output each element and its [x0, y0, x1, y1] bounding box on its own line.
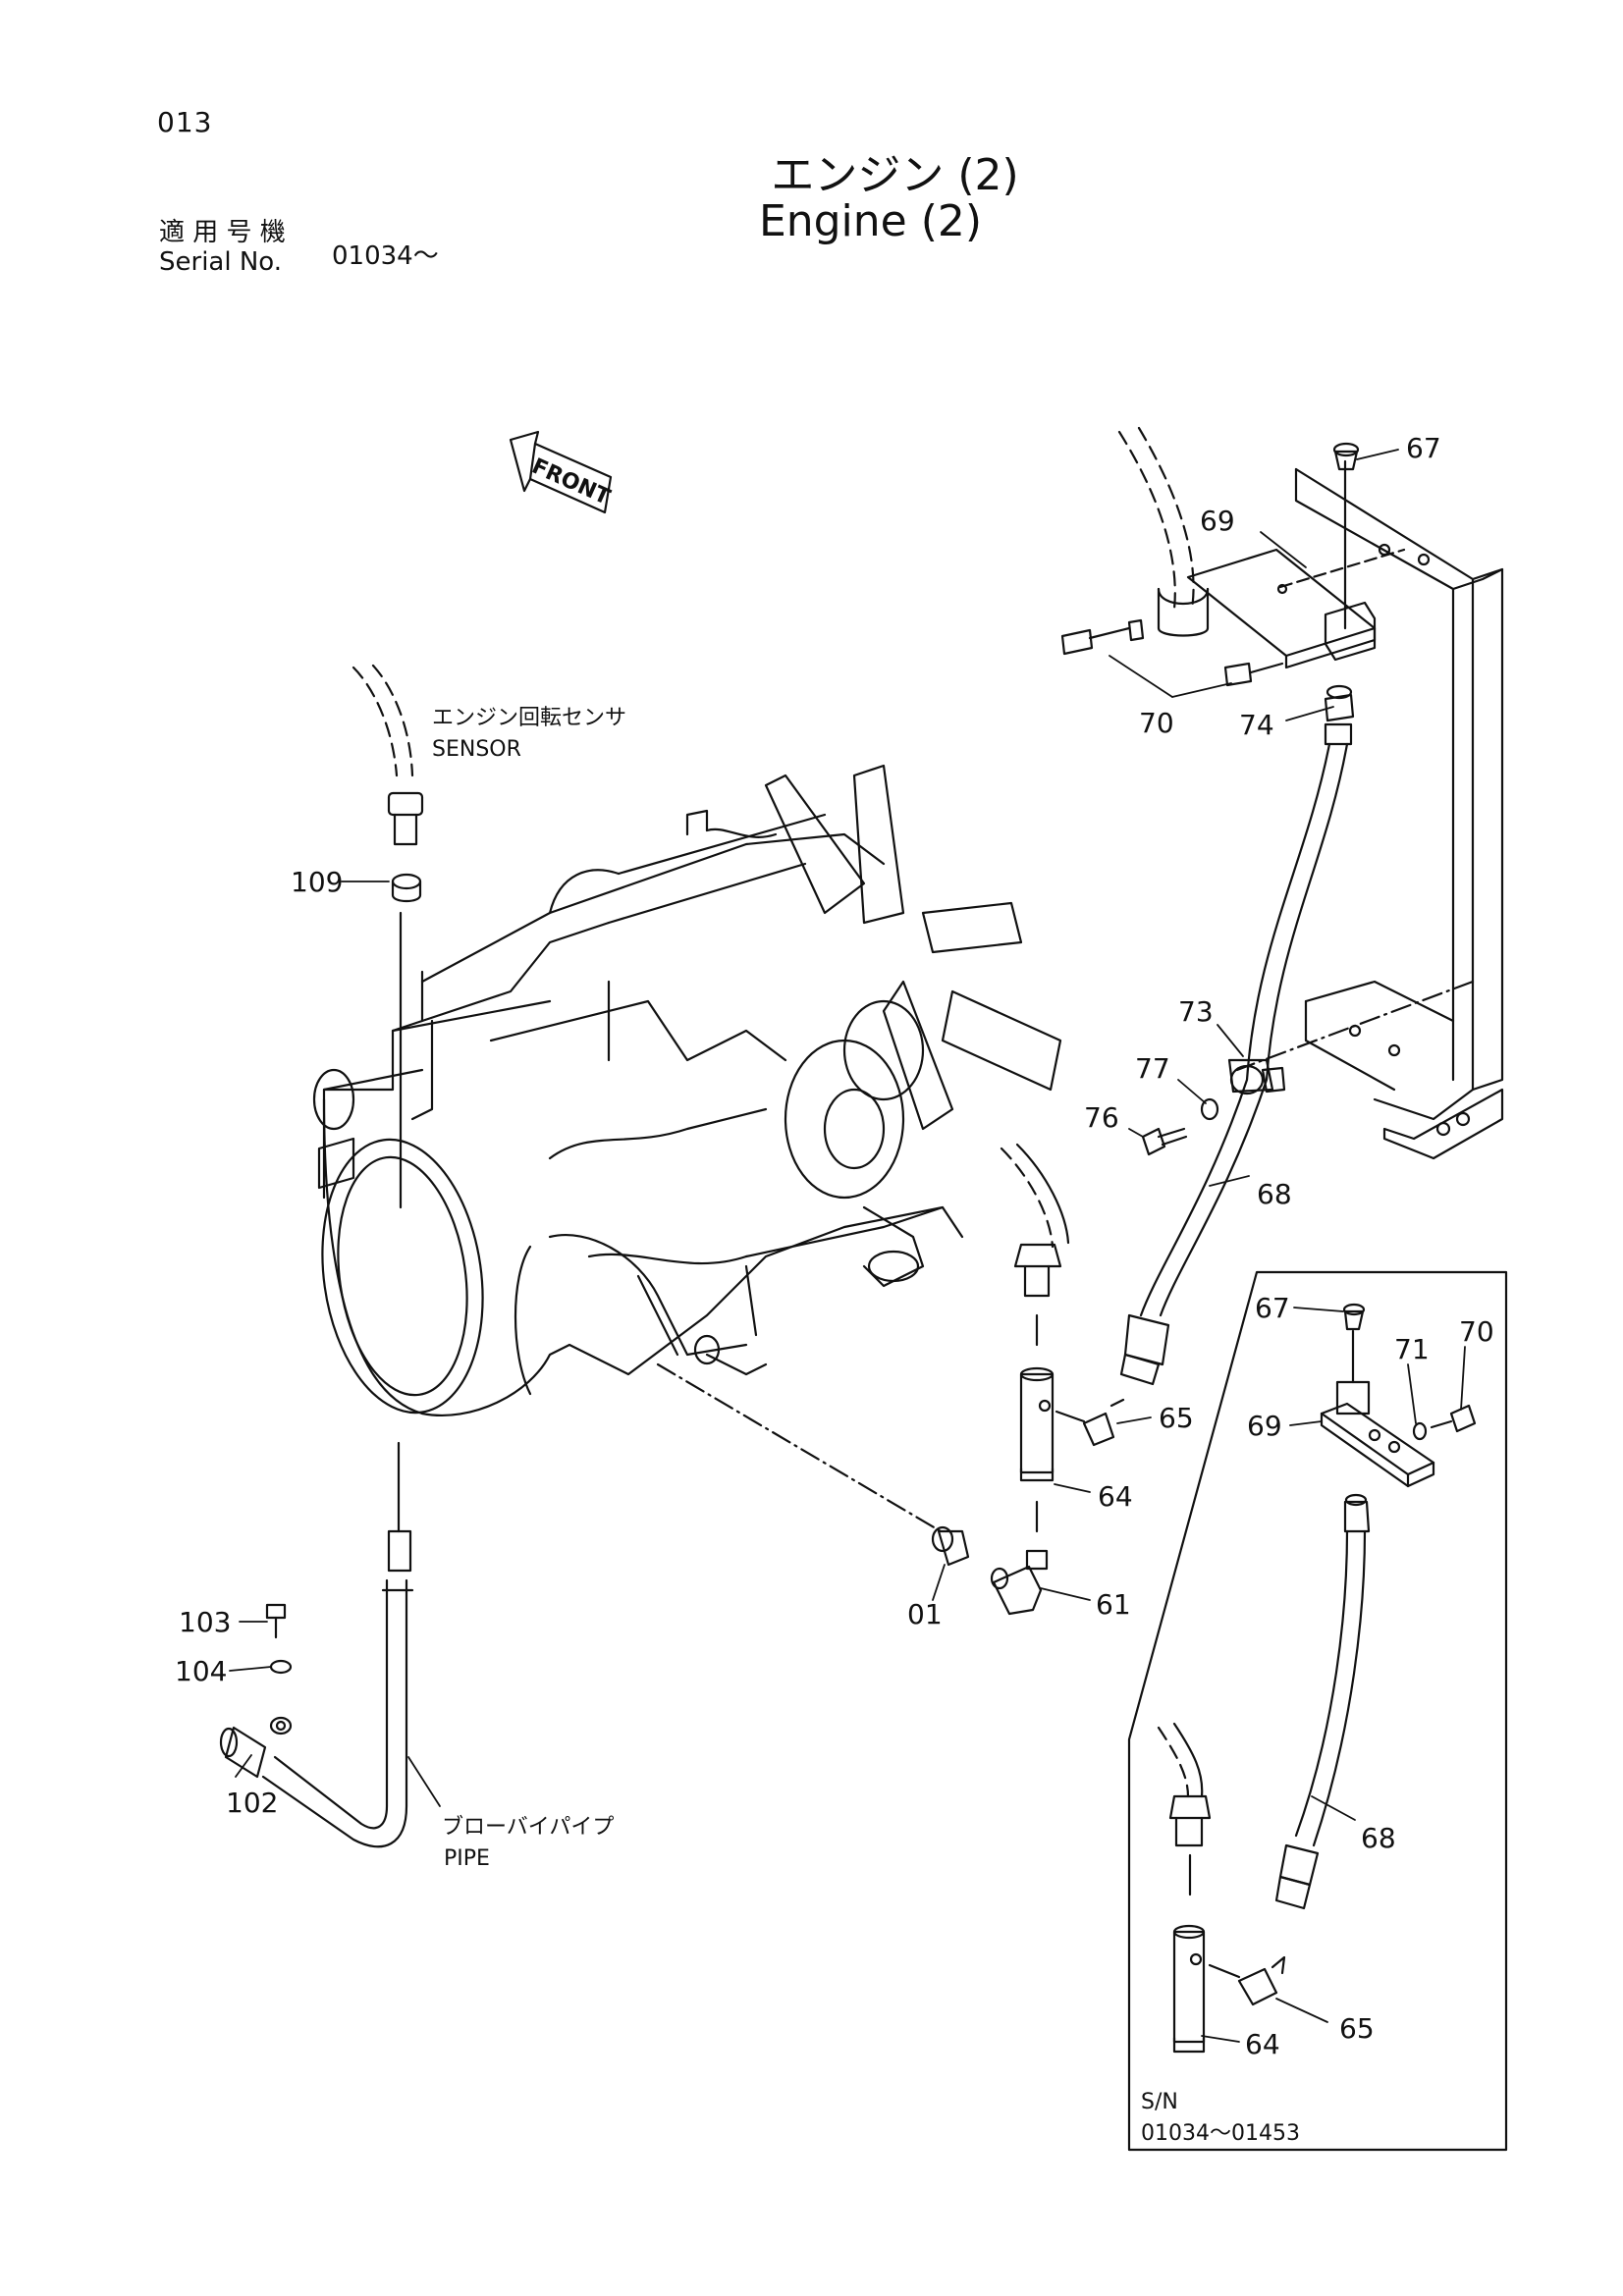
serial-value: 01034～: [332, 241, 439, 271]
plug-01: [656, 1362, 970, 1567]
callout-102: 102: [226, 1787, 278, 1819]
sensor-label-en: SENSOR: [432, 737, 521, 762]
bolt-76: [1141, 1097, 1219, 1156]
front-label: FRONT: [528, 454, 614, 510]
callout-109: 109: [291, 866, 343, 898]
callout-73: 73: [1178, 995, 1214, 1028]
callout-01: 01: [907, 1598, 943, 1630]
serial-label-jp: 適 用 号 機: [159, 218, 286, 247]
inset-callout-70: 70: [1459, 1315, 1494, 1348]
cable-top: [1060, 426, 1284, 687]
callout-67: 67: [1406, 432, 1441, 464]
sensor-label-jp: エンジン回転センサ: [432, 706, 626, 730]
pipe-label-en: PIPE: [444, 1846, 490, 1871]
callout-68: 68: [1257, 1178, 1292, 1210]
page-title-jp: エンジン (2): [771, 150, 1019, 200]
leader-lines: [229, 449, 1466, 2043]
page-number: 013: [157, 106, 213, 138]
inset-callout-65: 65: [1339, 2012, 1375, 2045]
inset-callout-68: 68: [1361, 1822, 1396, 1854]
inset-callout-71: 71: [1394, 1333, 1430, 1365]
serial-label-en: Serial No.: [159, 247, 282, 277]
page-title-en: Engine (2): [758, 196, 983, 246]
callout-65: 65: [1159, 1402, 1194, 1434]
callout-64: 64: [1098, 1480, 1133, 1513]
inset-callout-64: 64: [1245, 2028, 1280, 2060]
inset-callout-67: 67: [1255, 1292, 1290, 1324]
annotation-labels: エンジン回転センサ SENSOR ブローバイパイプ PIPE S/N 01034…: [432, 706, 1300, 2146]
callout-74: 74: [1239, 709, 1274, 741]
callout-labels: 67 69 70 74 73 77 76 68 65 64 61 01 109 …: [175, 432, 1494, 2060]
bracket-69: [1186, 442, 1406, 669]
front-arrow-icon: FRONT: [509, 430, 614, 514]
callout-77: 77: [1135, 1052, 1170, 1085]
hose-68: [1119, 684, 1355, 1386]
callout-76: 76: [1084, 1101, 1119, 1134]
inset-sn-label: S/N: [1141, 2090, 1178, 2114]
engine-block: [312, 764, 1062, 1416]
pipe-label-jp: ブローバイパイプ: [442, 1815, 614, 1840]
inset-serial-range: 01034～01453: [1141, 2121, 1300, 2146]
callout-70: 70: [1139, 707, 1174, 739]
inset-panel: [1127, 1270, 1508, 2152]
engine-tube-right: [990, 1143, 1125, 1616]
callout-104: 104: [175, 1655, 227, 1687]
blowby-pipe: [219, 1441, 414, 1848]
callout-61: 61: [1096, 1588, 1131, 1621]
callout-69: 69: [1200, 505, 1235, 537]
engine-speed-sensor: [352, 664, 424, 1209]
serial-label: 適 用 号 機 Serial No.: [159, 218, 286, 277]
inset-callout-69: 69: [1247, 1410, 1282, 1442]
radiator-frame: [1235, 467, 1504, 1160]
callout-103: 103: [179, 1606, 231, 1638]
